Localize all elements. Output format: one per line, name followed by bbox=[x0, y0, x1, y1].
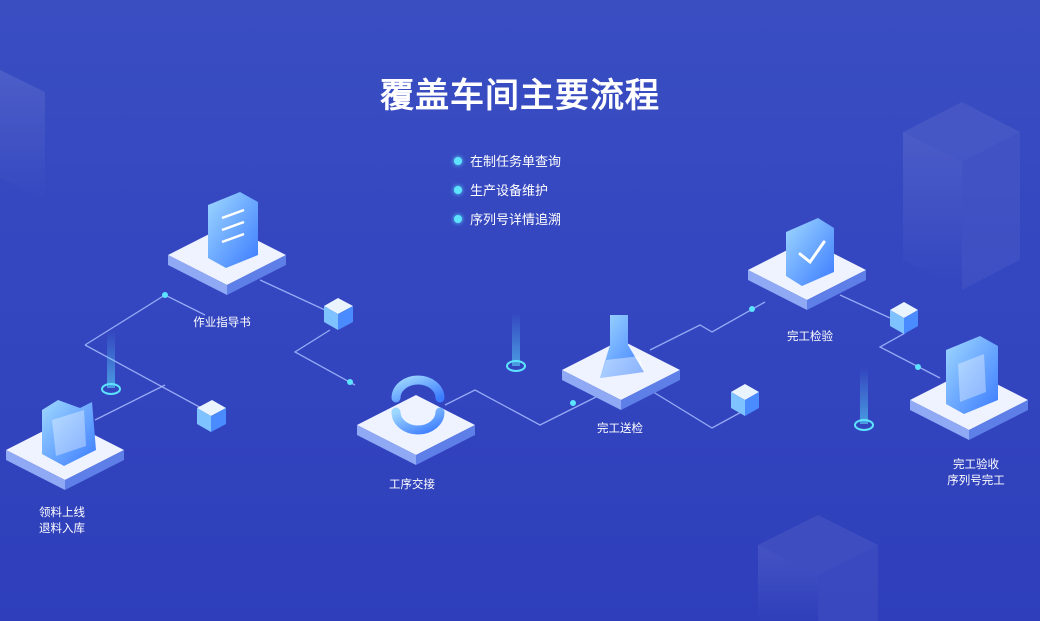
node-label-material: 领料上线 退料入库 bbox=[39, 504, 85, 536]
bullet-dot-icon bbox=[454, 185, 462, 194]
feature-list: 在制任务单查询 生产设备维护 序列号详情追溯 bbox=[454, 146, 561, 233]
node-label-line: 序列号完工 bbox=[947, 473, 1005, 487]
node-label-instruction: 作业指导书 bbox=[193, 315, 251, 329]
list-item: 生产设备维护 bbox=[454, 175, 561, 204]
small-cube-2 bbox=[324, 298, 353, 330]
feature-label: 在制任务单查询 bbox=[470, 155, 562, 170]
node-label-line: 领料上线 bbox=[39, 505, 85, 519]
node-label-handover: 工序交接 bbox=[389, 477, 435, 491]
connector-lines bbox=[84, 279, 941, 429]
node-label-inspection-submit: 完工送检 bbox=[597, 421, 643, 435]
decor-cube-bottom bbox=[758, 515, 878, 621]
node-label-line: 完工验收 bbox=[953, 457, 999, 471]
list-item: 序列号详情追溯 bbox=[454, 204, 561, 233]
decor-cube-left bbox=[0, 70, 45, 200]
flask-icon bbox=[600, 315, 644, 378]
node-label-inspection: 完工检验 bbox=[787, 329, 833, 343]
list-item: 在制任务单查询 bbox=[454, 146, 561, 175]
bullet-dot-icon bbox=[454, 214, 462, 223]
line-glow-dots bbox=[162, 292, 921, 406]
node-label-line: 退料入库 bbox=[39, 521, 85, 535]
folder-icon bbox=[42, 400, 96, 466]
decor-cube-right bbox=[903, 102, 1020, 290]
document-icon bbox=[208, 192, 258, 268]
light-beams bbox=[101, 312, 874, 431]
small-cube-4 bbox=[890, 302, 918, 334]
scan-icon bbox=[946, 336, 998, 414]
feature-label: 生产设备维护 bbox=[470, 184, 549, 199]
small-cube-3 bbox=[731, 384, 759, 416]
feature-label: 序列号详情追溯 bbox=[470, 213, 562, 228]
small-cube-1 bbox=[197, 400, 226, 432]
node-label-acceptance: 完工验收 序列号完工 bbox=[947, 456, 1005, 488]
exchange-icon bbox=[391, 375, 445, 435]
platform-handover bbox=[357, 395, 475, 465]
page-title: 覆盖车间主要流程 bbox=[380, 76, 660, 116]
clipboard-check-icon bbox=[786, 218, 834, 286]
bullet-dot-icon bbox=[454, 156, 462, 165]
